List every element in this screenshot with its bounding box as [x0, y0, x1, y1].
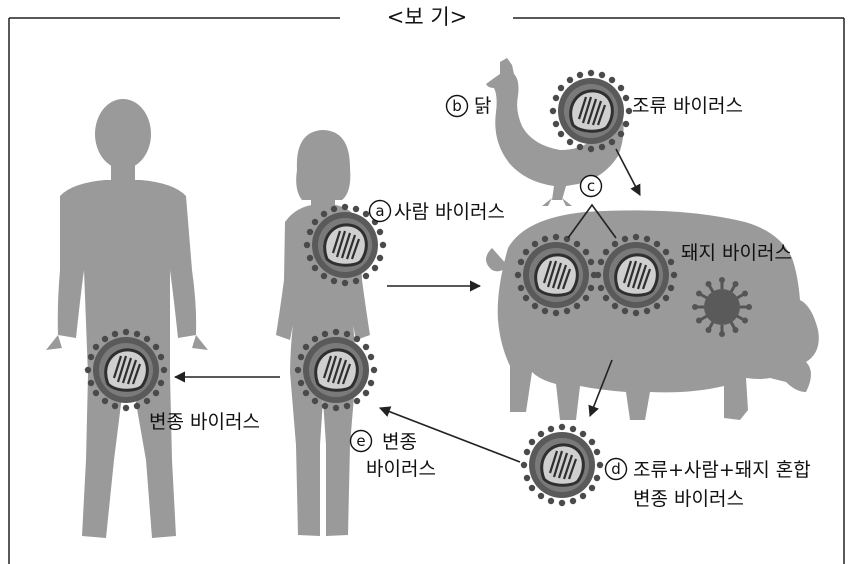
svg-text:d: d: [611, 460, 621, 478]
svg-text:e: e: [356, 432, 365, 450]
marker-d: d: [606, 459, 627, 480]
label-pig-virus: 돼지 바이러스: [681, 242, 792, 264]
arrow-chicken-to-pig: [616, 149, 640, 195]
mixed-variant-virus-icon: [521, 424, 603, 506]
label-human-virus: 사람 바이러스: [394, 201, 505, 223]
marker-a: a: [370, 201, 391, 222]
label-e-line1: 변종: [382, 431, 417, 453]
box-title: <보 기>: [387, 5, 468, 29]
marker-b: b: [447, 96, 468, 117]
marker-c: c: [581, 176, 602, 197]
svg-text:c: c: [587, 177, 595, 195]
label-variant-virus: 변종 바이러스: [149, 411, 260, 433]
svg-text:b: b: [452, 97, 462, 115]
label-chicken: 닭: [474, 95, 491, 117]
label-bird-virus: 조류 바이러스: [632, 95, 743, 117]
label-mixed-line2: 변종 바이러스: [633, 488, 744, 510]
svg-text:a: a: [375, 202, 384, 220]
human-male-silhouette: [46, 99, 208, 538]
label-mixed-line1: 조류+사람+돼지 혼합: [633, 459, 811, 481]
marker-e: e: [351, 431, 372, 452]
label-e-line2: 바이러스: [366, 458, 436, 480]
